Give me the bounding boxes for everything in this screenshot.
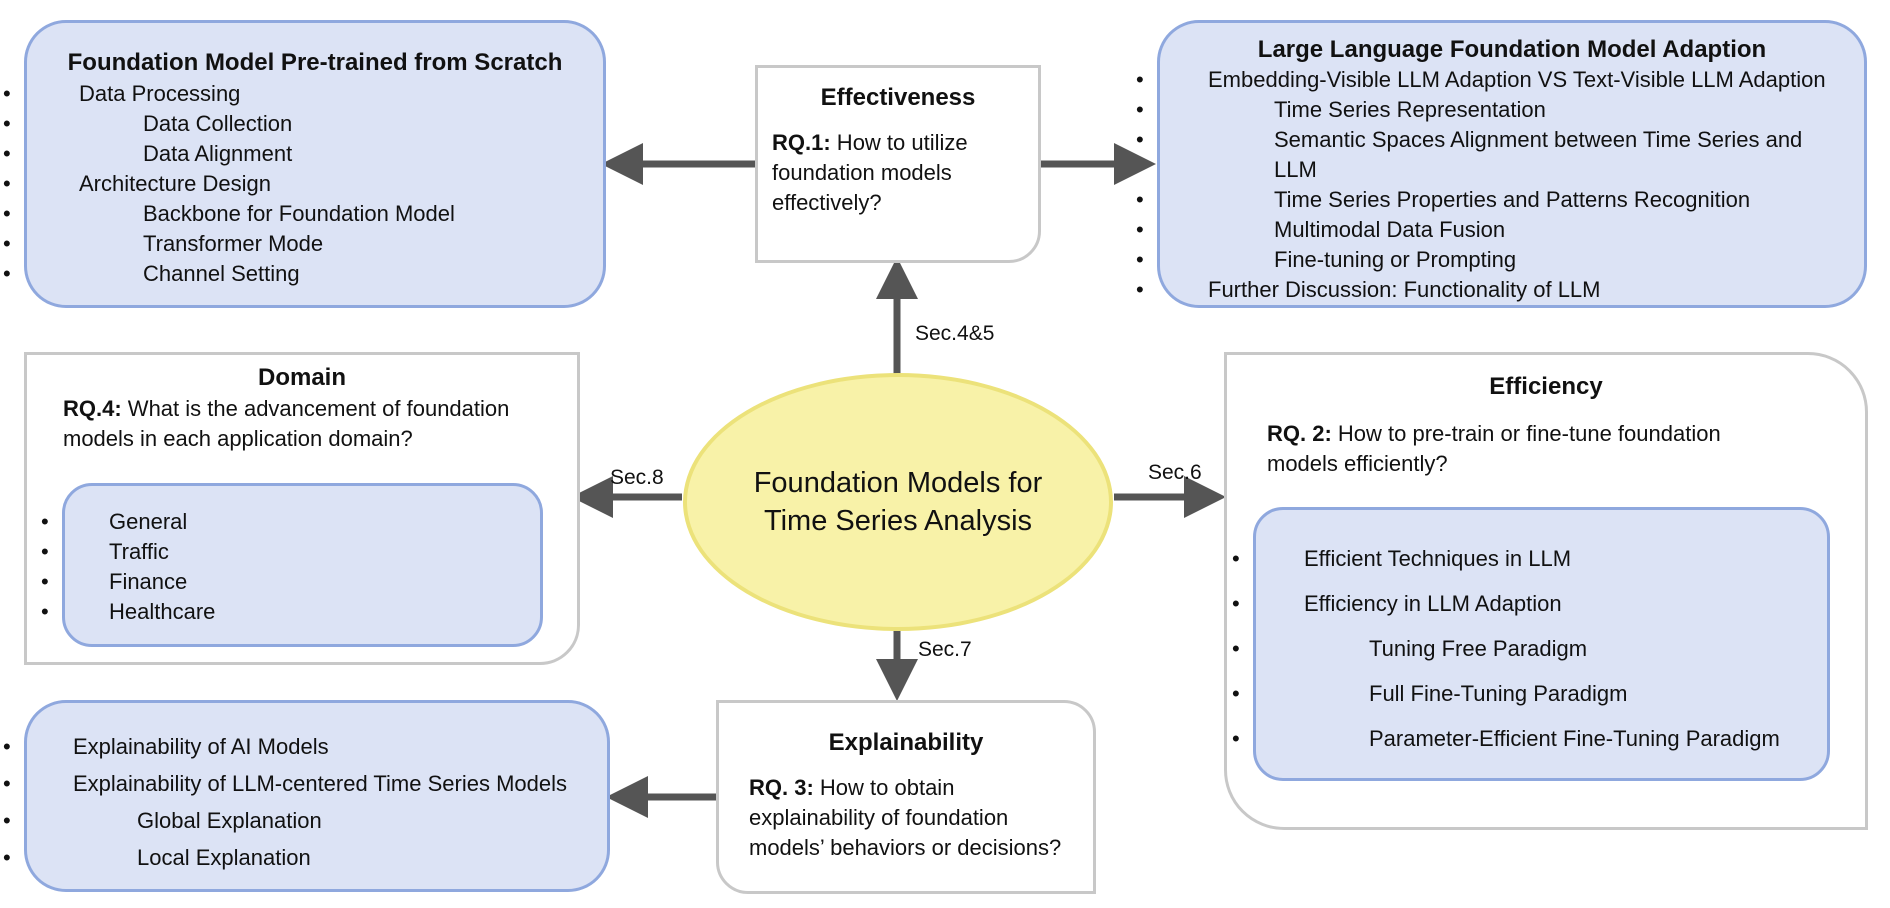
edge-label-sec7: Sec.7 (918, 638, 972, 661)
list-item: Efficient Techniques in LLM (1232, 536, 1827, 581)
edge-label-sec45: Sec.4&5 (915, 322, 995, 345)
domain-rq: RQ.4: What is the advancement of foundat… (63, 396, 510, 451)
pretrained-box: Foundation Model Pre-trained from Scratc… (3, 20, 606, 308)
llm-adaption-box: Large Language Foundation Model Adaption… (1136, 20, 1867, 308)
effectiveness-rq: RQ.1: How to utilize foundation models e… (772, 130, 968, 215)
effectiveness-box: Effectiveness RQ.1: How to utilize found… (755, 65, 1041, 263)
list-item: Transformer Mode (3, 229, 603, 259)
list-item: Data Collection (3, 109, 603, 139)
list-item: Embedding-Visible LLM Adaption VS Text-V… (1136, 65, 1864, 95)
efficiency-title: Efficiency (1489, 373, 1603, 400)
efficiency-inner-box: Efficient Techniques in LLM Efficiency i… (1232, 507, 1830, 781)
explain-list: Explainability of AI Models Explainabili… (3, 728, 607, 876)
pretrained-title: Foundation Model Pre-trained from Scratc… (67, 49, 563, 76)
domain-inner-box: General Traffic Finance Healthcare (41, 483, 543, 647)
list-item: Fine-tuning or Prompting (1136, 245, 1864, 275)
list-item: Backbone for Foundation Model (3, 199, 603, 229)
pretrained-list: Data Processing Data Collection Data Ali… (3, 79, 603, 289)
list-item: Healthcare (41, 597, 540, 627)
explainability-title: Explainability (828, 729, 984, 756)
list-item: Traffic (41, 537, 540, 567)
efficiency-box: Efficiency RQ. 2: How to pre-train or fi… (1224, 352, 1868, 830)
list-item: Explainability of LLM-centered Time Seri… (3, 765, 607, 802)
rq-label: RQ. 2: (1267, 421, 1332, 446)
explain-list-box: Explainability of AI Models Explainabili… (3, 700, 610, 892)
list-item: Semantic Spaces Alignment between Time S… (1136, 125, 1864, 185)
edge-label-sec6: Sec.6 (1148, 461, 1202, 484)
center-ellipse: Foundation Models for Time Series Analys… (683, 373, 1113, 631)
list-item: Architecture Design (3, 169, 603, 199)
explainability-rq: RQ. 3: How to obtain explainability of f… (749, 775, 1062, 860)
list-item: Time Series Properties and Patterns Reco… (1136, 185, 1864, 215)
edge-label-sec8: Sec.8 (610, 466, 664, 489)
list-item: Time Series Representation (1136, 95, 1864, 125)
list-item: Channel Setting (3, 259, 603, 289)
center-title-line1: Foundation Models for (753, 467, 1043, 499)
center-title-line2: Time Series Analysis (763, 505, 1033, 537)
list-item: Tuning Free Paradigm (1232, 626, 1827, 671)
list-item: Finance (41, 567, 540, 597)
explainability-box: Explainability RQ. 3: How to obtain expl… (716, 700, 1096, 894)
effectiveness-title: Effectiveness (820, 84, 976, 111)
rq-label: RQ.4: (63, 396, 122, 421)
rq-label: RQ.1: (772, 130, 831, 155)
list-item: Multimodal Data Fusion (1136, 215, 1864, 245)
llm-adaption-title: Large Language Foundation Model Adaption (1257, 36, 1767, 63)
list-item: Explainability of AI Models (3, 728, 607, 765)
list-item: Further Discussion: Functionality of LLM (1136, 275, 1864, 305)
domain-title: Domain (257, 364, 346, 391)
list-item: General (41, 507, 540, 537)
list-item: Local Explanation (3, 839, 607, 876)
efficiency-list: Efficient Techniques in LLM Efficiency i… (1232, 536, 1827, 761)
rq-label: RQ. 3: (749, 775, 814, 800)
list-item: Efficiency in LLM Adaption (1232, 581, 1827, 626)
list-item: Parameter-Efficient Fine-Tuning Paradigm (1232, 716, 1827, 761)
list-item: Full Fine-Tuning Paradigm (1232, 671, 1827, 716)
llm-adaption-list: Embedding-Visible LLM Adaption VS Text-V… (1136, 65, 1864, 305)
list-item: Data Alignment (3, 139, 603, 169)
list-item: Data Processing (3, 79, 603, 109)
efficiency-rq: RQ. 2: How to pre-train or fine-tune fou… (1267, 421, 1721, 476)
domain-box: Domain RQ.4: What is the advancement of … (24, 352, 580, 665)
domain-list: General Traffic Finance Healthcare (41, 507, 540, 627)
list-item: Global Explanation (3, 802, 607, 839)
